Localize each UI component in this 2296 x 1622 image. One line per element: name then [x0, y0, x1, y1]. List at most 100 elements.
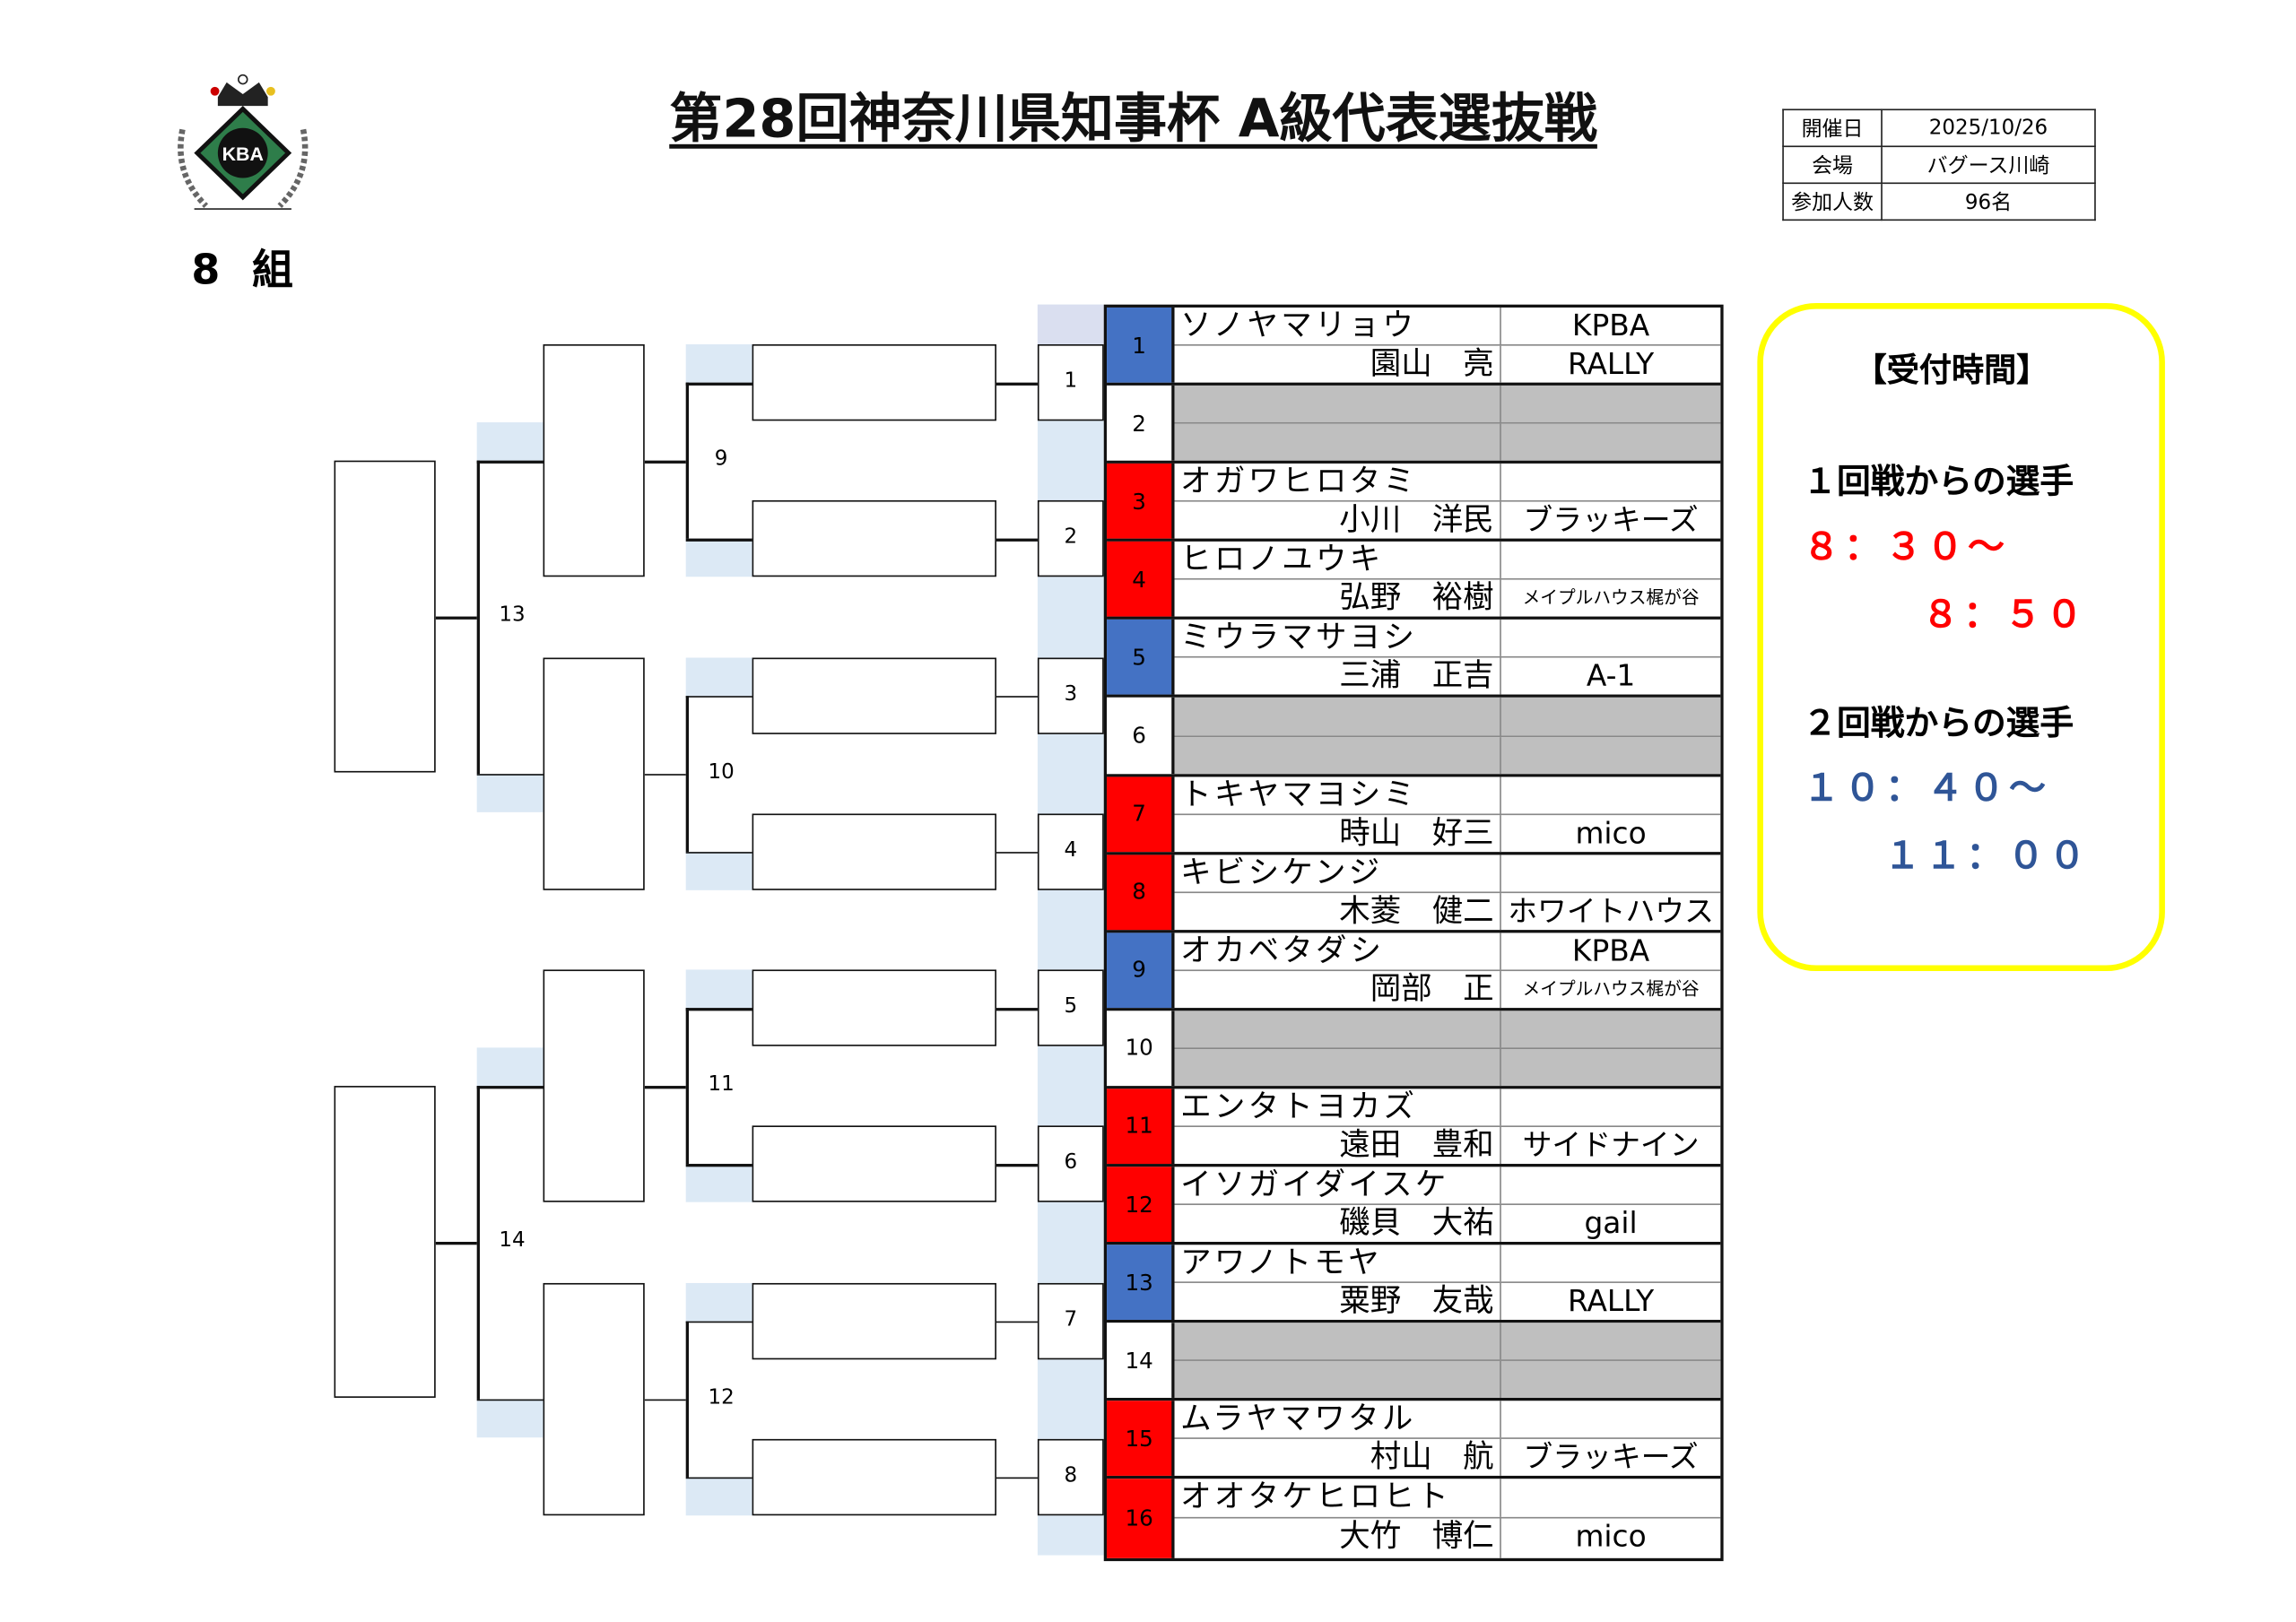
match-box[interactable]	[1037, 813, 1104, 890]
empty-cell	[1501, 698, 1721, 735]
match-box[interactable]	[1037, 1125, 1104, 1203]
info-value: 96名	[1881, 182, 2096, 221]
match-number: 13	[499, 603, 526, 628]
match-box[interactable]	[1037, 656, 1104, 734]
connector-line	[476, 773, 544, 776]
bracket-shade	[685, 851, 752, 890]
result-box[interactable]	[543, 1282, 645, 1515]
connector-line	[435, 1242, 477, 1245]
match-number: 8	[1064, 1463, 1078, 1488]
result-box[interactable]	[334, 460, 436, 773]
result-box[interactable]	[752, 969, 996, 1046]
connector-line	[476, 1086, 544, 1089]
bracket-shade	[476, 1047, 544, 1087]
player-club: サイドナイン	[1522, 1126, 1700, 1163]
empty-cell	[1501, 1010, 1721, 1047]
bracket-shade	[1037, 304, 1104, 344]
player-name: 木菱 健二	[1175, 892, 1501, 930]
player-club: RALLY	[1567, 345, 1655, 382]
result-box[interactable]	[752, 1282, 996, 1359]
connector-line	[476, 1398, 544, 1401]
slot-number: 4	[1107, 542, 1175, 618]
player-club: RALLY	[1567, 1283, 1655, 1319]
empty-cell	[1175, 736, 1501, 774]
player-club: ブラッキーズ	[1523, 501, 1699, 538]
page-title: 第28回神奈川県知事杯 A級代表選抜戦	[669, 90, 1597, 151]
player-kana: イソガイダイスケ	[1175, 1167, 1501, 1204]
connector-line	[644, 460, 686, 464]
connector-line	[685, 382, 752, 386]
player-name: 遠田 豊和	[1175, 1126, 1501, 1165]
connector-line	[996, 1008, 1038, 1010]
result-box[interactable]	[543, 969, 645, 1202]
player-name: 粟野 友哉	[1175, 1283, 1501, 1321]
player-kana: アワノトモヤ	[1175, 1245, 1501, 1282]
player-kana: キビシケンジ	[1175, 854, 1501, 891]
result-box[interactable]	[334, 1086, 436, 1398]
match-number: 3	[1064, 681, 1078, 706]
player-club-top	[1501, 542, 1721, 578]
connector-line	[685, 1008, 752, 1010]
player-club: ブラッキーズ	[1523, 1439, 1699, 1475]
empty-cell	[1501, 736, 1721, 773]
bye-slot: 10	[1107, 1010, 1721, 1089]
slot-number: 9	[1107, 932, 1175, 1008]
match-box[interactable]	[1037, 343, 1104, 421]
connector-line	[996, 851, 1038, 854]
player-club-top	[1501, 1245, 1721, 1281]
connector-line	[644, 1086, 686, 1089]
connector-line	[996, 382, 1038, 386]
player-name: 三浦 正吉	[1175, 658, 1501, 696]
result-box[interactable]	[543, 343, 645, 577]
result-box[interactable]	[543, 656, 645, 889]
connector-line	[685, 382, 689, 540]
result-box[interactable]	[752, 656, 996, 734]
info-row-venue: 会場バグース川崎	[1782, 145, 2096, 185]
match-box[interactable]	[1037, 500, 1104, 577]
result-box[interactable]	[752, 500, 996, 577]
match-number: 12	[708, 1385, 735, 1409]
slot-number: 14	[1107, 1323, 1175, 1399]
player-kana: ムラヤマワタル	[1175, 1401, 1501, 1438]
match-number: 6	[1064, 1150, 1078, 1175]
slot-number: 10	[1107, 1010, 1175, 1086]
bye-slot: 6	[1107, 698, 1721, 776]
info-value: 2025/10/26	[1881, 108, 2096, 148]
empty-cell	[1175, 423, 1501, 461]
player-kana: トキヤマヨシミ	[1175, 776, 1501, 813]
player-name: 弘野 裕樹	[1175, 580, 1501, 618]
result-box[interactable]	[752, 813, 996, 890]
player-name: 大竹 博仁	[1175, 1519, 1501, 1557]
slot-number: 11	[1107, 1089, 1175, 1165]
result-box[interactable]	[752, 1125, 996, 1203]
result-box[interactable]	[752, 1438, 996, 1515]
player-club-top	[1501, 854, 1721, 891]
player-name: 磯貝 大祐	[1175, 1205, 1501, 1243]
reception-heading: 【受付時間】	[1854, 352, 2049, 390]
player-club: ホワイトハウス	[1508, 892, 1714, 928]
result-box[interactable]	[752, 343, 996, 421]
connector-line	[476, 460, 544, 464]
player-kana: オカベタダシ	[1175, 932, 1501, 970]
connector-line	[685, 695, 752, 698]
empty-cell	[1501, 1361, 1721, 1398]
connector-line	[685, 1320, 689, 1478]
match-box[interactable]	[1037, 1438, 1104, 1515]
match-box[interactable]	[1037, 969, 1104, 1046]
connector-line	[476, 1086, 480, 1399]
match-box[interactable]	[1037, 1282, 1104, 1359]
kba-logo: KBA	[178, 74, 309, 210]
player-kana: エンタトヨカズ	[1175, 1089, 1501, 1126]
connector-line	[685, 1164, 752, 1167]
slot-number: 3	[1107, 464, 1175, 540]
player-club: mico	[1575, 1519, 1647, 1555]
player-club-top: KPBA	[1571, 307, 1650, 343]
first-round-end-time: ８：５０	[1922, 593, 2087, 636]
